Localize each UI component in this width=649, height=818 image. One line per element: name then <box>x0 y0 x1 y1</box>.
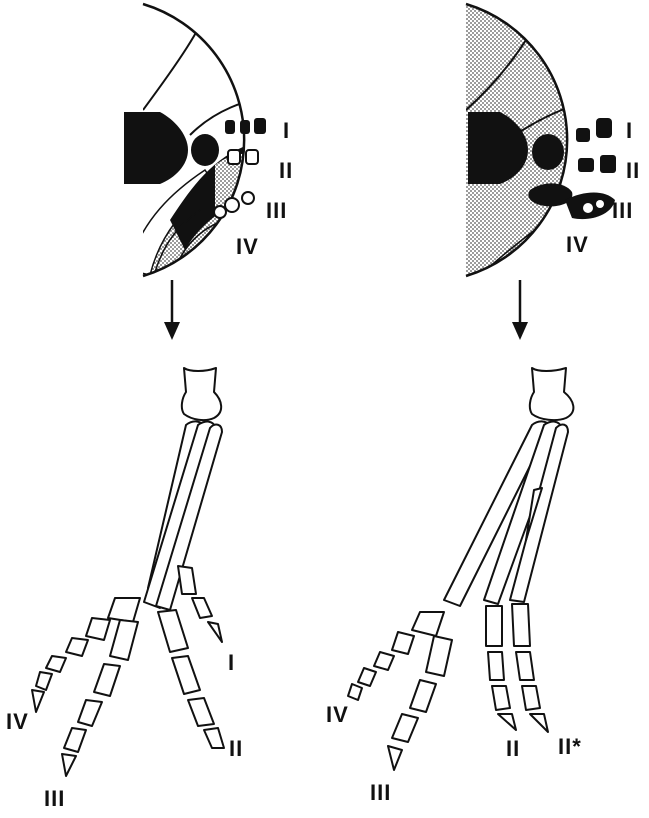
left-bud-label-4: IV <box>236 234 259 259</box>
left-foot-label-1: I <box>228 650 235 675</box>
left-foot-skeleton <box>32 368 224 776</box>
left-foot-label-3: III <box>44 786 65 811</box>
right-limb-bud: I II III IV <box>460 0 649 290</box>
right-bud-label-2: II <box>626 158 640 183</box>
right-foot-label-4: II* <box>558 734 582 759</box>
right-arrow <box>512 280 528 340</box>
left-foot-label-4: IV <box>6 709 29 734</box>
left-foot-label-2: II <box>229 736 243 761</box>
right-bud-label-4: IV <box>566 232 589 257</box>
right-foot-label-3: II <box>506 736 520 761</box>
left-bud-label-2: II <box>279 158 293 183</box>
right-foot-label-1: IV <box>326 702 349 727</box>
left-arrow <box>164 280 180 340</box>
left-bud-label-1: I <box>283 118 290 143</box>
left-limb-bud: I II III IV <box>120 0 300 290</box>
right-foot-label-2: III <box>370 780 391 805</box>
right-foot-skeleton <box>348 368 573 770</box>
right-bud-label-1: I <box>626 118 633 143</box>
right-bud-label-3: III <box>612 198 633 223</box>
left-bud-label-3: III <box>266 198 287 223</box>
